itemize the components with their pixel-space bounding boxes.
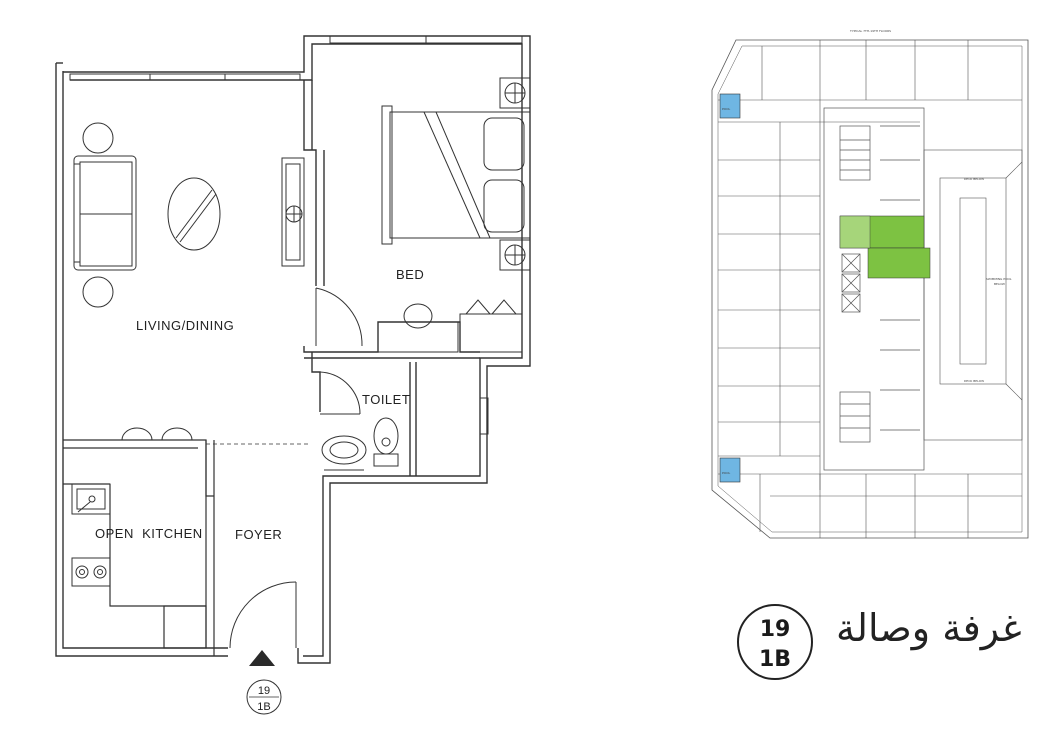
deck-label-top: DECK BELOW	[964, 177, 984, 181]
bedroom-door	[315, 287, 363, 347]
deck-label-bottom: DECK BELOW	[964, 379, 984, 383]
key-plan-top-units	[718, 40, 1022, 123]
side-table-bottom	[82, 276, 114, 308]
highlighted-unit	[839, 215, 931, 279]
unit-tag-unit: 1B	[257, 701, 270, 713]
pool-block-bottom	[719, 457, 741, 483]
kitchen-counter	[63, 439, 215, 656]
pool-block-top	[719, 93, 741, 119]
key-plan-core	[823, 107, 925, 471]
room-label-kitchen: OPEN KITCHEN	[95, 526, 203, 541]
unit-badge: 19 1B	[737, 604, 813, 680]
wc	[373, 417, 399, 467]
dining-stools	[121, 427, 193, 441]
entry-arrow-icon	[249, 650, 275, 666]
pool-label-bottom: POOL	[722, 471, 731, 475]
sofa	[73, 155, 137, 271]
toilet-window	[479, 397, 489, 435]
room-label-toilet: TOILET	[362, 392, 410, 407]
window-top-bed	[329, 35, 523, 44]
tv-unit	[281, 157, 305, 267]
partition-wall-living-bed	[303, 80, 480, 359]
bed	[381, 77, 531, 271]
badge-floor: 19	[760, 617, 791, 642]
room-label-living: LIVING/DINING	[136, 318, 234, 333]
desk-stool	[377, 303, 459, 353]
room-label-bed: BED	[396, 267, 424, 282]
entry-door	[229, 581, 297, 649]
unit-tag: 19 1B	[246, 679, 282, 715]
room-label-foyer: FOYER	[235, 527, 282, 542]
badge-unit: 1B	[759, 647, 791, 672]
key-plan-bottom-units	[718, 473, 1022, 538]
side-table-top	[82, 122, 114, 154]
window-top-living	[69, 73, 301, 81]
toilet-walls	[311, 358, 417, 476]
unit-floor-plan	[55, 35, 531, 664]
kitchen-sink	[71, 483, 111, 515]
key-plan-left-units	[718, 100, 821, 490]
below-label: BELOW	[994, 282, 1005, 286]
pool-label-top: POOL	[722, 107, 731, 111]
outer-walls	[55, 35, 531, 664]
unit-type-caption: غرفة وصالة	[836, 606, 1022, 650]
washbasin	[321, 435, 367, 471]
unit-tag-floor: 19	[258, 685, 270, 697]
toilet-door	[319, 371, 361, 415]
key-plan: TYPICAL 7TH-19TH FLOORS	[711, 29, 1029, 539]
wardrobe	[459, 299, 523, 353]
key-plan-title: TYPICAL 7TH-19TH FLOORS	[849, 29, 891, 33]
kitchen-hob	[71, 557, 111, 587]
coffee-table	[167, 177, 221, 251]
swimming-pool-label: SWIMMING POOL	[986, 277, 1012, 281]
key-plan-pool	[923, 149, 1023, 441]
